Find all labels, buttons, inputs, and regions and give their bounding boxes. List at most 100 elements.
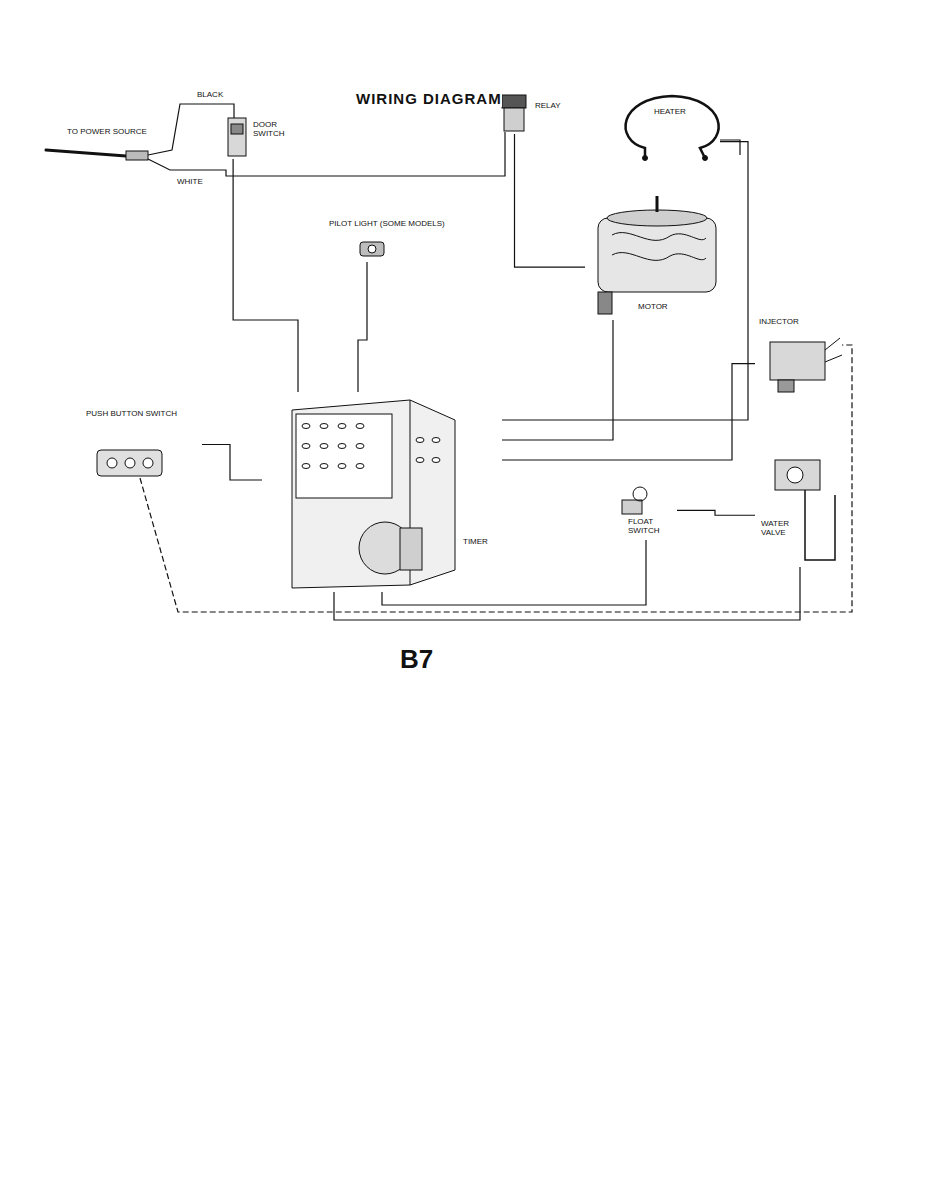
motor-symbol-part — [598, 292, 612, 314]
wire — [677, 510, 755, 515]
pilot-light-symbol — [360, 242, 384, 256]
timer-symbol-part — [400, 528, 422, 570]
component: PUSH BUTTON SWITCH — [82, 407, 202, 482]
wire — [358, 262, 367, 392]
timer-symbol-part-part — [356, 444, 364, 449]
wire-label: BLACK — [196, 91, 224, 100]
diagram-title: WIRING DIAGRAM — [356, 90, 502, 107]
injector-symbol — [770, 338, 842, 392]
wire-label: TO POWER SOURCE — [66, 128, 148, 137]
push-button-switch-symbol-part — [107, 458, 117, 468]
heater-element-part — [626, 96, 719, 158]
timer-symbol-part-part — [302, 424, 310, 429]
timer-symbol-part-part — [302, 464, 310, 469]
component: WATER VALVE — [755, 452, 845, 567]
component: HEATER — [626, 94, 720, 162]
timer-symbol-part — [292, 400, 455, 588]
water-valve-symbol-part — [775, 460, 820, 490]
door-switch-symbol-part — [228, 118, 246, 156]
component-label: FLOAT SWITCH — [627, 518, 665, 536]
supply-wire-part — [148, 104, 234, 155]
timer-symbol-part-part — [338, 464, 346, 469]
wire-label: WHITE — [176, 178, 204, 187]
power-cord-part — [126, 151, 148, 160]
timer-symbol-part — [296, 414, 392, 498]
component-label: PILOT LIGHT (SOME MODELS) — [328, 220, 446, 229]
motor-symbol-part — [612, 233, 706, 241]
wire — [515, 134, 586, 267]
heater-element — [626, 96, 719, 161]
figure-number: B7 — [400, 644, 433, 675]
water-valve-symbol — [775, 460, 835, 560]
push-button-switch-symbol-part — [97, 450, 162, 476]
timer-symbol-part-part — [320, 444, 328, 449]
timer-symbol — [292, 400, 455, 588]
component-label: DOOR SWITCH — [252, 121, 294, 139]
timer-symbol-part-part — [356, 424, 364, 429]
component-label: PUSH BUTTON SWITCH — [85, 410, 178, 419]
component: MOTOR — [585, 188, 725, 320]
component: RELAY — [497, 90, 567, 134]
component-label: MOTOR — [637, 303, 669, 312]
wire — [334, 567, 800, 620]
component: PILOT LIGHT (SOME MODELS) — [325, 217, 465, 262]
timer-symbol-part-part — [416, 458, 424, 463]
wire — [382, 540, 646, 605]
wire — [502, 364, 755, 460]
supply-wire — [140, 104, 852, 612]
push-button-switch-symbol — [97, 450, 162, 476]
component-label: TIMER — [462, 538, 489, 547]
component-label: HEATER — [653, 108, 687, 117]
component: FLOAT SWITCH — [615, 486, 677, 540]
injector-symbol-part — [778, 380, 794, 392]
component: INJECTOR — [755, 315, 847, 396]
timer-symbol-part-part — [320, 424, 328, 429]
pilot-light-symbol-part — [360, 242, 384, 256]
power-cord-part — [46, 150, 126, 156]
timer-symbol-part-part — [320, 464, 328, 469]
component-label: INJECTOR — [758, 318, 800, 327]
motor-symbol-part — [598, 218, 716, 292]
motor-symbol-part — [607, 210, 707, 226]
timer-symbol-part-part — [432, 438, 440, 443]
float-switch-symbol-part — [633, 487, 647, 501]
component: TIMER — [262, 392, 502, 592]
relay-symbol — [502, 95, 526, 131]
wire — [502, 320, 613, 440]
component-label: RELAY — [534, 102, 562, 111]
injector-symbol-part — [825, 338, 842, 362]
water-valve-symbol-part — [805, 490, 835, 560]
float-switch-symbol — [622, 487, 647, 514]
relay-symbol-part — [502, 95, 526, 108]
relay-symbol-part — [504, 108, 524, 131]
pilot-light-symbol-part — [368, 245, 376, 253]
motor-symbol — [598, 196, 716, 314]
motor-symbol-part — [656, 196, 659, 212]
heater-element-part — [703, 156, 708, 161]
injector-symbol-part — [770, 342, 825, 380]
power-cord — [46, 150, 148, 160]
timer-symbol-part-part — [338, 444, 346, 449]
wire — [202, 445, 262, 481]
heater-element-part — [643, 156, 648, 161]
timer-symbol-part-part — [416, 438, 424, 443]
timer-symbol-part-part — [338, 424, 346, 429]
timer-symbol-part — [302, 424, 440, 469]
water-valve-symbol-part — [787, 467, 803, 483]
motor-symbol-part — [612, 253, 706, 261]
supply-wire-part — [140, 345, 852, 612]
door-switch-symbol — [228, 118, 246, 156]
wire — [233, 159, 298, 392]
timer-symbol-part-part — [302, 444, 310, 449]
supply-wire-part — [148, 132, 505, 176]
timer-symbol-part-part — [356, 464, 364, 469]
push-button-switch-symbol-part — [143, 458, 153, 468]
wire — [502, 142, 748, 420]
component: DOOR SWITCH — [226, 115, 297, 159]
float-switch-symbol-part — [622, 500, 642, 514]
timer-symbol-part-part — [432, 458, 440, 463]
component-label: WATER VALVE — [760, 520, 802, 538]
